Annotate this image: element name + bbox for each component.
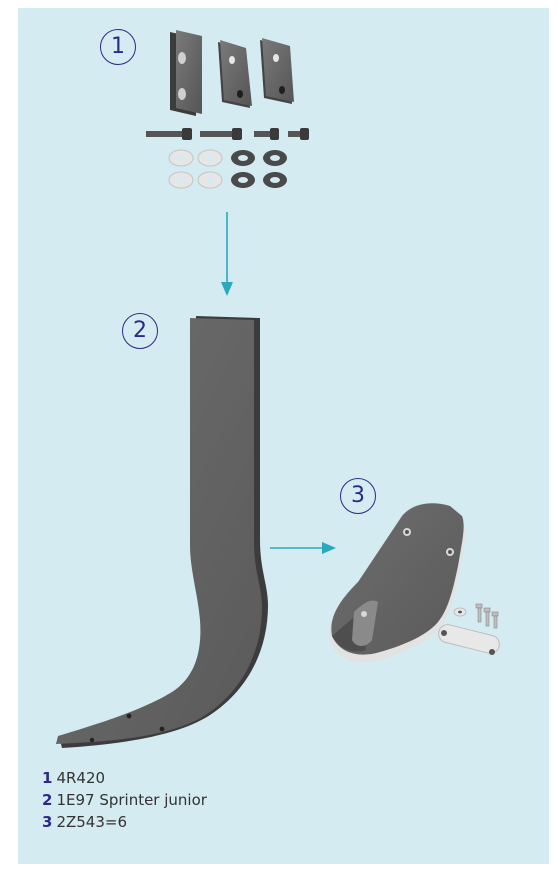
plate-thick [170,30,202,116]
plate-angled-b [260,38,294,104]
tine-shoe [329,503,466,663]
legend-text: 1E97 Sprinter junior [56,791,207,809]
washers [168,149,287,189]
legend-key: 1 [42,769,53,787]
legend-text: 2Z543=6 [56,813,127,831]
callout-1: 1 [100,29,136,65]
legend-text: 4R420 [56,769,106,787]
arrow-right-icon [270,542,336,554]
plate-angled-a [218,40,252,108]
fastener-kit [146,30,309,189]
tine-shank [56,316,268,748]
callout-3: 3 [340,478,376,514]
legend-key: 3 [42,813,53,831]
arrow-down-icon [221,212,233,296]
bolts [146,128,309,140]
legend-key: 2 [42,791,53,809]
shoe-hardware [438,603,500,655]
callout-2: 2 [122,313,158,349]
